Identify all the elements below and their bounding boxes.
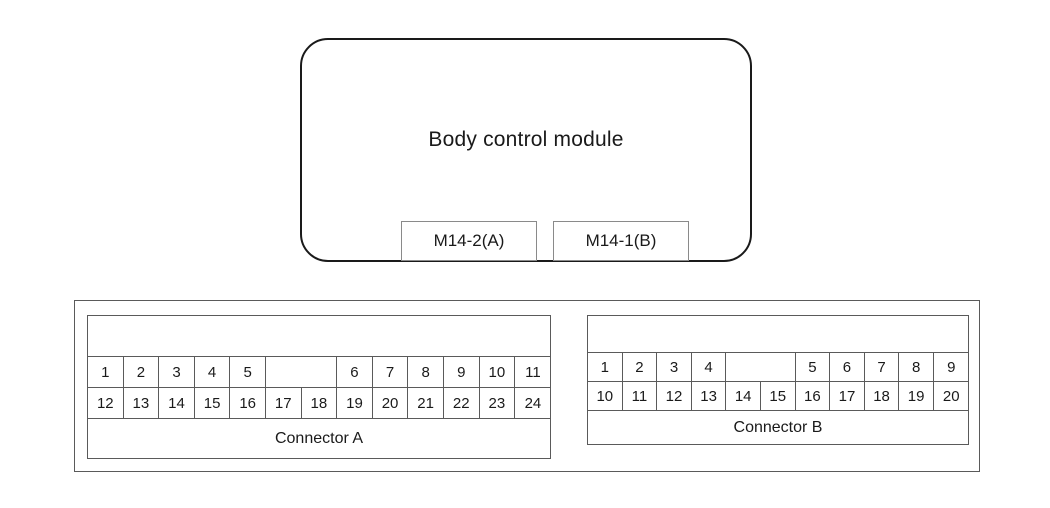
connector-a-pin-22: 22 <box>444 388 480 418</box>
connector-tab-a-label: M14-2(A) <box>433 231 505 250</box>
connector-b-pin-4: 4 <box>692 353 727 381</box>
connector-b-pin-9: 9 <box>947 358 956 376</box>
connector-a-pin-21: 21 <box>408 388 444 418</box>
connector-a-pin-9: 9 <box>444 357 480 387</box>
connector-tab-a[interactable]: M14-2(A) <box>401 221 537 261</box>
connector-a-label: Connector A <box>88 418 550 458</box>
connector-b-pin-10: 10 <box>588 382 623 410</box>
connector-b-pin-11: 11 <box>623 382 658 410</box>
connector-a-pin-10: 10 <box>480 357 516 387</box>
connector-a-pin-6: 6 <box>337 357 373 387</box>
connector-b-pin-12: 12 <box>657 382 692 410</box>
connector-b-pin-16: 16 <box>796 382 831 410</box>
connector-a-pin-13: 13 <box>124 388 160 418</box>
connector-a-pin-23: 23 <box>480 388 516 418</box>
connector-b-pin-14: 14 <box>726 382 761 410</box>
connector-b-pin-17: 17 <box>830 382 865 410</box>
connector-a-pin-1: 1 <box>88 357 124 387</box>
connector-a-pin-19: 19 <box>337 388 373 418</box>
connector-a-pin-16: 16 <box>230 388 266 418</box>
connector-b-pin-7: 7 <box>865 353 900 381</box>
connector-a-pin-17: 17 <box>266 388 302 418</box>
connector-a-pin-24: 24 <box>524 394 542 412</box>
connector-tab-b-label: M14-1(B) <box>585 231 657 250</box>
connector-b-pin-3: 3 <box>657 353 692 381</box>
connector-a-top-band <box>88 316 550 356</box>
connector-tab-b[interactable]: M14-1(B) <box>553 221 689 261</box>
connector-b-pin-19: 19 <box>899 382 934 410</box>
connector-b-pin-6: 6 <box>830 353 865 381</box>
connector-a-pin-8: 8 <box>408 357 444 387</box>
connector-a-pin-3: 3 <box>159 357 195 387</box>
connector-b-label: Connector B <box>588 410 968 444</box>
connector-b-pin-5: 5 <box>796 353 831 381</box>
connector-a-pin-blank <box>266 357 338 387</box>
connector-a-pin-12: 12 <box>88 388 124 418</box>
connector-b-pin-13: 13 <box>692 382 727 410</box>
module-title: Body control module <box>428 128 624 151</box>
connector-a-pin-15: 15 <box>195 388 231 418</box>
connector-a-pin-11: 11 <box>525 363 541 381</box>
connector-a-pin-18: 18 <box>302 388 338 418</box>
connector-b-pin-15: 15 <box>761 382 796 410</box>
connector-b-pin-2: 2 <box>623 353 658 381</box>
connector-a-pin-20: 20 <box>373 388 409 418</box>
connector-b-pin-blank <box>726 353 796 381</box>
connector-b-pin-1: 1 <box>588 353 623 381</box>
connector-b-pin-20: 20 <box>942 387 960 405</box>
connector-a-pin-5: 5 <box>230 357 266 387</box>
connector-a-pin-7: 7 <box>373 357 409 387</box>
connector-a-pin-14: 14 <box>159 388 195 418</box>
connector-a-pin-2: 2 <box>124 357 160 387</box>
connector-b-pin-8: 8 <box>899 353 934 381</box>
connector-b-pin-18: 18 <box>865 382 900 410</box>
connector-b-top-band <box>588 316 968 352</box>
connector-a-pin-4: 4 <box>195 357 231 387</box>
